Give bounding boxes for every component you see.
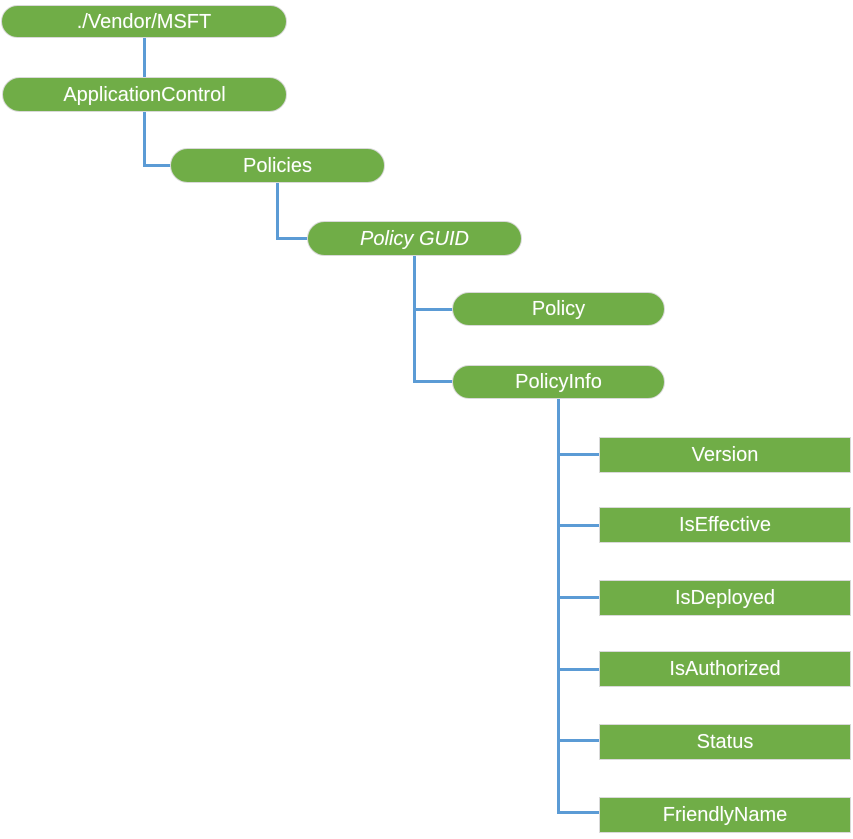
- connector-tee-to-policy: [413, 308, 454, 311]
- connector-tee-to-iseffective: [557, 524, 601, 527]
- connector-elbow-to-policy-guid: [276, 237, 309, 240]
- node-policy: Policy: [452, 292, 665, 326]
- connector-tee-to-isauthorized: [557, 668, 601, 671]
- connector-tee-to-isdeployed: [557, 596, 601, 599]
- connector-tee-to-status: [557, 739, 601, 742]
- connector-policies-down: [276, 183, 279, 240]
- node-policy-info: PolicyInfo: [452, 365, 665, 399]
- node-vendor-msft: ./Vendor/MSFT: [1, 5, 287, 38]
- node-application-control: ApplicationControl: [2, 77, 287, 112]
- connector-policy-guid-down: [413, 256, 416, 383]
- connector-applicationcontrol-down: [143, 112, 146, 167]
- connector-policyinfo-down: [557, 397, 560, 814]
- node-policies: Policies: [170, 148, 385, 183]
- connector-elbow-to-friendlyname: [557, 811, 601, 814]
- connector-elbow-to-policies: [143, 164, 172, 167]
- node-is-effective: IsEffective: [599, 507, 851, 543]
- node-is-authorized: IsAuthorized: [599, 651, 851, 687]
- connector-vendor-to-applicationcontrol: [143, 37, 146, 78]
- connector-tee-to-version: [557, 453, 601, 456]
- node-friendly-name: FriendlyName: [599, 797, 851, 833]
- node-version: Version: [599, 437, 851, 473]
- node-status: Status: [599, 724, 851, 760]
- node-is-deployed: IsDeployed: [599, 580, 851, 616]
- node-policy-guid: Policy GUID: [307, 221, 522, 256]
- connector-elbow-to-policyinfo: [413, 380, 454, 383]
